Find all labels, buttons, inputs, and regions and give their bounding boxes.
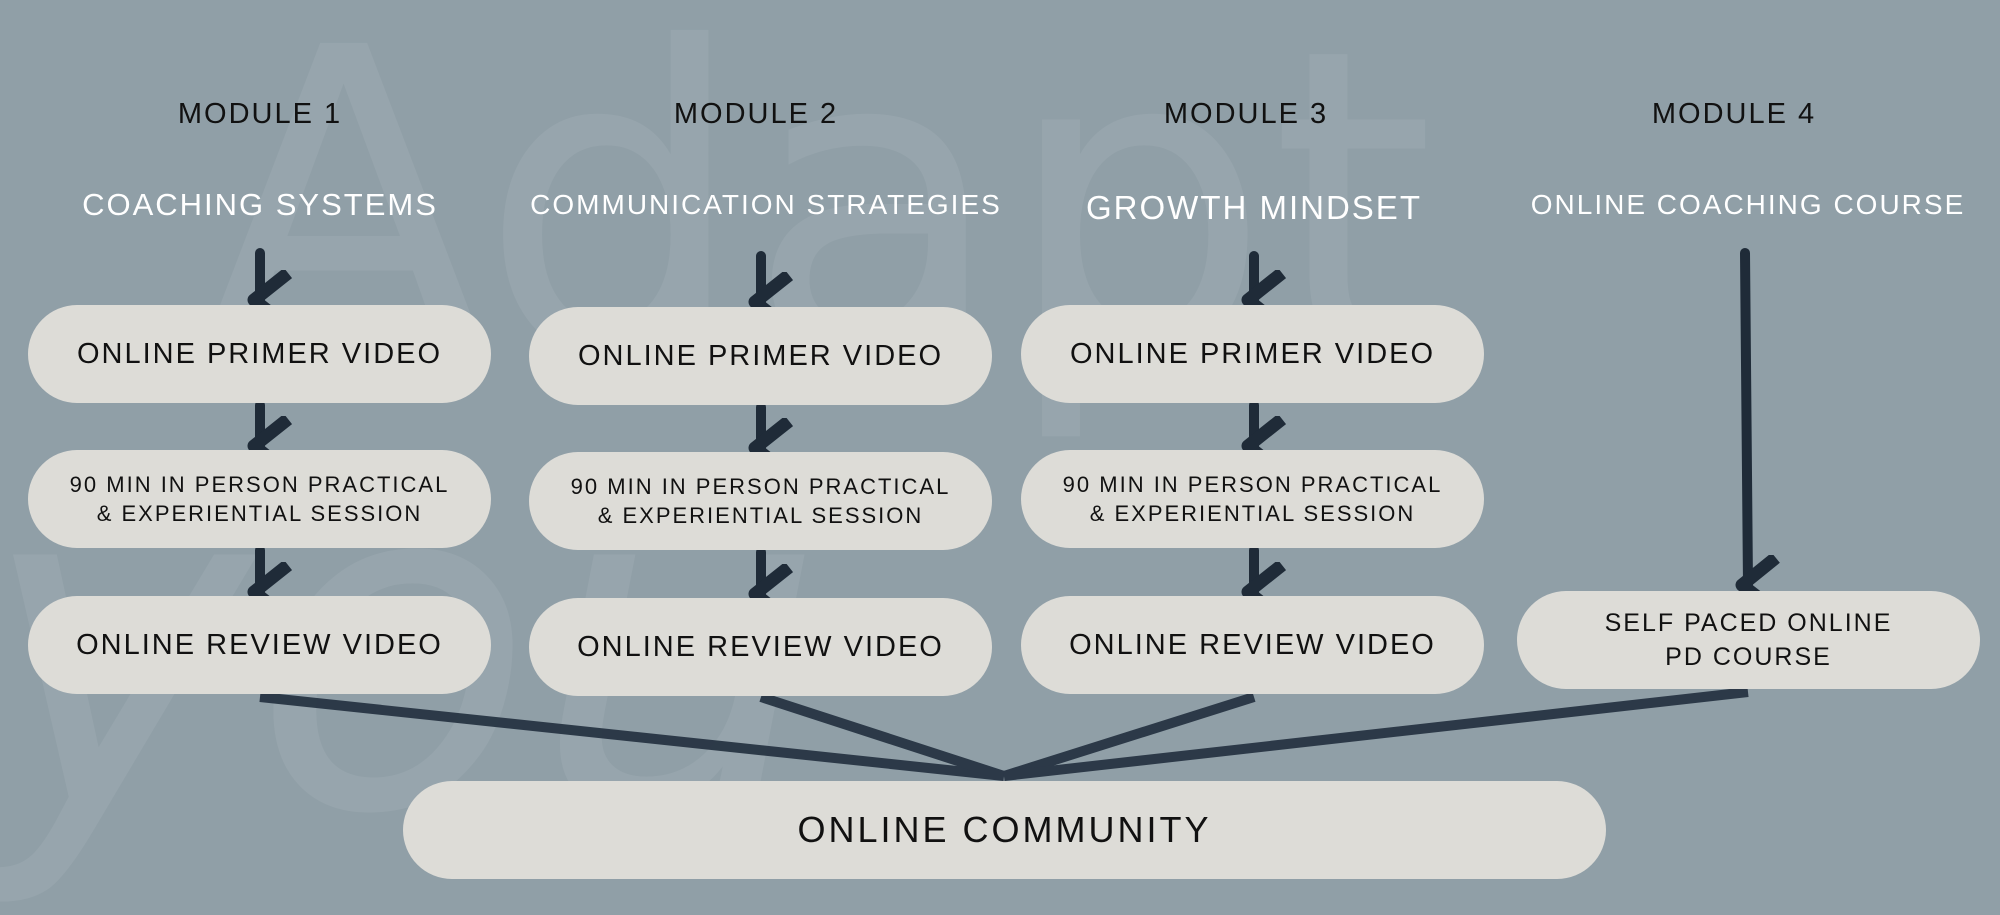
primer-label: ONLINE PRIMER VIDEO <box>577 339 944 372</box>
module-2-label: MODULE 2 <box>673 98 839 130</box>
module-1-review-box: ONLINE REVIEW VIDEO <box>28 596 491 694</box>
module-1-session-box: 90 MIN IN PERSON PRACTICAL & EXPERIENTIAL… <box>28 450 491 548</box>
module-2-session-box: 90 MIN IN PERSON PRACTICAL & EXPERIENTIAL… <box>529 452 992 550</box>
module-1-label: MODULE 1 <box>177 98 343 130</box>
session-line-1: 90 MIN IN PERSON PRACTICAL <box>570 474 951 499</box>
module-1-title: COACHING SYSTEMS <box>82 187 438 222</box>
module-2-review-box: ONLINE REVIEW VIDEO <box>529 598 992 696</box>
session-line-2: & EXPERIENTIAL SESSION <box>1089 501 1416 526</box>
connector-m1-community <box>259 692 1005 781</box>
course-line-2: PD COURSE <box>1665 643 1832 671</box>
session-line-2: & EXPERIENTIAL SESSION <box>96 501 423 526</box>
module-3-title: GROWTH MINDSET <box>1086 189 1422 226</box>
connector-m4-community <box>1003 687 1749 781</box>
module-2-title: COMMUNICATION STRATEGIES <box>530 189 1002 220</box>
review-label: ONLINE REVIEW VIDEO <box>1069 628 1436 661</box>
online-community-box: ONLINE COMMUNITY <box>403 781 1606 879</box>
session-line-2: & EXPERIENTIAL SESSION <box>597 503 924 528</box>
module-3-review-box: ONLINE REVIEW VIDEO <box>1021 596 1484 694</box>
session-line-1: 90 MIN IN PERSON PRACTICAL <box>1062 472 1443 497</box>
arrow-m4-title <box>1745 248 1748 585</box>
module-4-title: ONLINE COACHING COURSE <box>1530 189 1966 220</box>
module-4-course-box: SELF PACED ONLINE PD COURSE <box>1517 591 1980 689</box>
module-3-primer-box: ONLINE PRIMER VIDEO <box>1021 305 1484 403</box>
review-label: ONLINE REVIEW VIDEO <box>76 628 443 661</box>
module-3-session-box: 90 MIN IN PERSON PRACTICAL & EXPERIENTIAL… <box>1021 450 1484 548</box>
primer-label: ONLINE PRIMER VIDEO <box>1069 337 1436 370</box>
session-line-1: 90 MIN IN PERSON PRACTICAL <box>69 472 450 497</box>
course-line-1: SELF PACED ONLINE <box>1604 609 1893 637</box>
module-1-primer-box: ONLINE PRIMER VIDEO <box>28 305 491 403</box>
module-4-label: MODULE 4 <box>1651 98 1817 130</box>
module-3-label: MODULE 3 <box>1163 98 1329 130</box>
connector-m2-community <box>759 692 1006 781</box>
review-label: ONLINE REVIEW VIDEO <box>577 630 944 663</box>
connector-m3-community <box>1002 692 1256 781</box>
module-2-primer-box: ONLINE PRIMER VIDEO <box>529 307 992 405</box>
community-label: ONLINE COMMUNITY <box>797 809 1212 850</box>
primer-label: ONLINE PRIMER VIDEO <box>76 337 443 370</box>
